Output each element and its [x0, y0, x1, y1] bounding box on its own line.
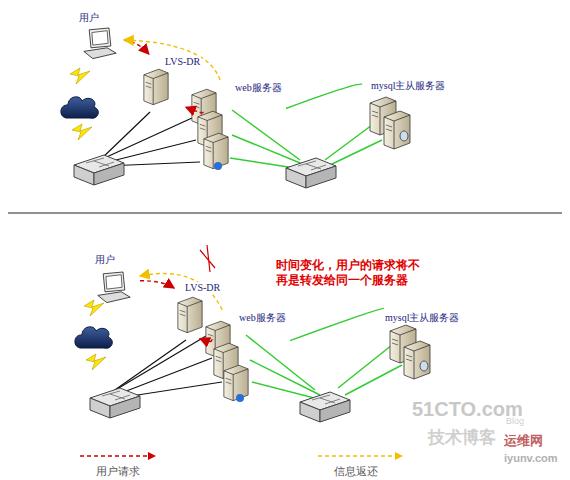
watermark: Blog	[506, 416, 524, 426]
connector	[286, 84, 362, 108]
watermark: 运维网	[504, 432, 543, 450]
node-label: LVS-DR	[164, 56, 201, 68]
server-icon-node: LVS-DR	[140, 54, 210, 112]
server-icon-node: web服务器	[186, 80, 286, 174]
node-label: mysql主从服务器	[384, 312, 460, 324]
node-label: web服务器	[234, 82, 283, 94]
node-label: 用户	[78, 12, 100, 24]
legend-text: 用户请求	[96, 464, 140, 479]
connector	[186, 107, 203, 113]
server-icon-node: mysql主从服务器	[362, 80, 477, 154]
connector	[124, 40, 149, 54]
node-label: web服务器	[238, 312, 287, 324]
node-label: LVS-DR	[184, 282, 221, 294]
note-text: 时间变化，用户的请求将不再是转发给同一个服务器	[276, 258, 426, 288]
node-label: mysql主从服务器	[370, 80, 446, 92]
connector	[290, 308, 384, 340]
watermark: 技术博客	[428, 426, 496, 449]
watermark: iyunv.com	[504, 452, 558, 464]
server-icon-node: LVS-DR	[174, 280, 244, 340]
server-icon-node: mysql主从服务器	[384, 308, 494, 386]
connector	[124, 40, 220, 80]
server-icon-node: 用户	[90, 252, 140, 310]
connector	[140, 274, 222, 310]
connector	[140, 281, 174, 288]
server-icon-node: 用户	[74, 12, 124, 66]
legend-text: 信息返还	[334, 464, 378, 479]
server-icon-node: web服务器	[200, 310, 290, 404]
node-label: 用户	[94, 254, 116, 266]
connector	[200, 339, 212, 342]
